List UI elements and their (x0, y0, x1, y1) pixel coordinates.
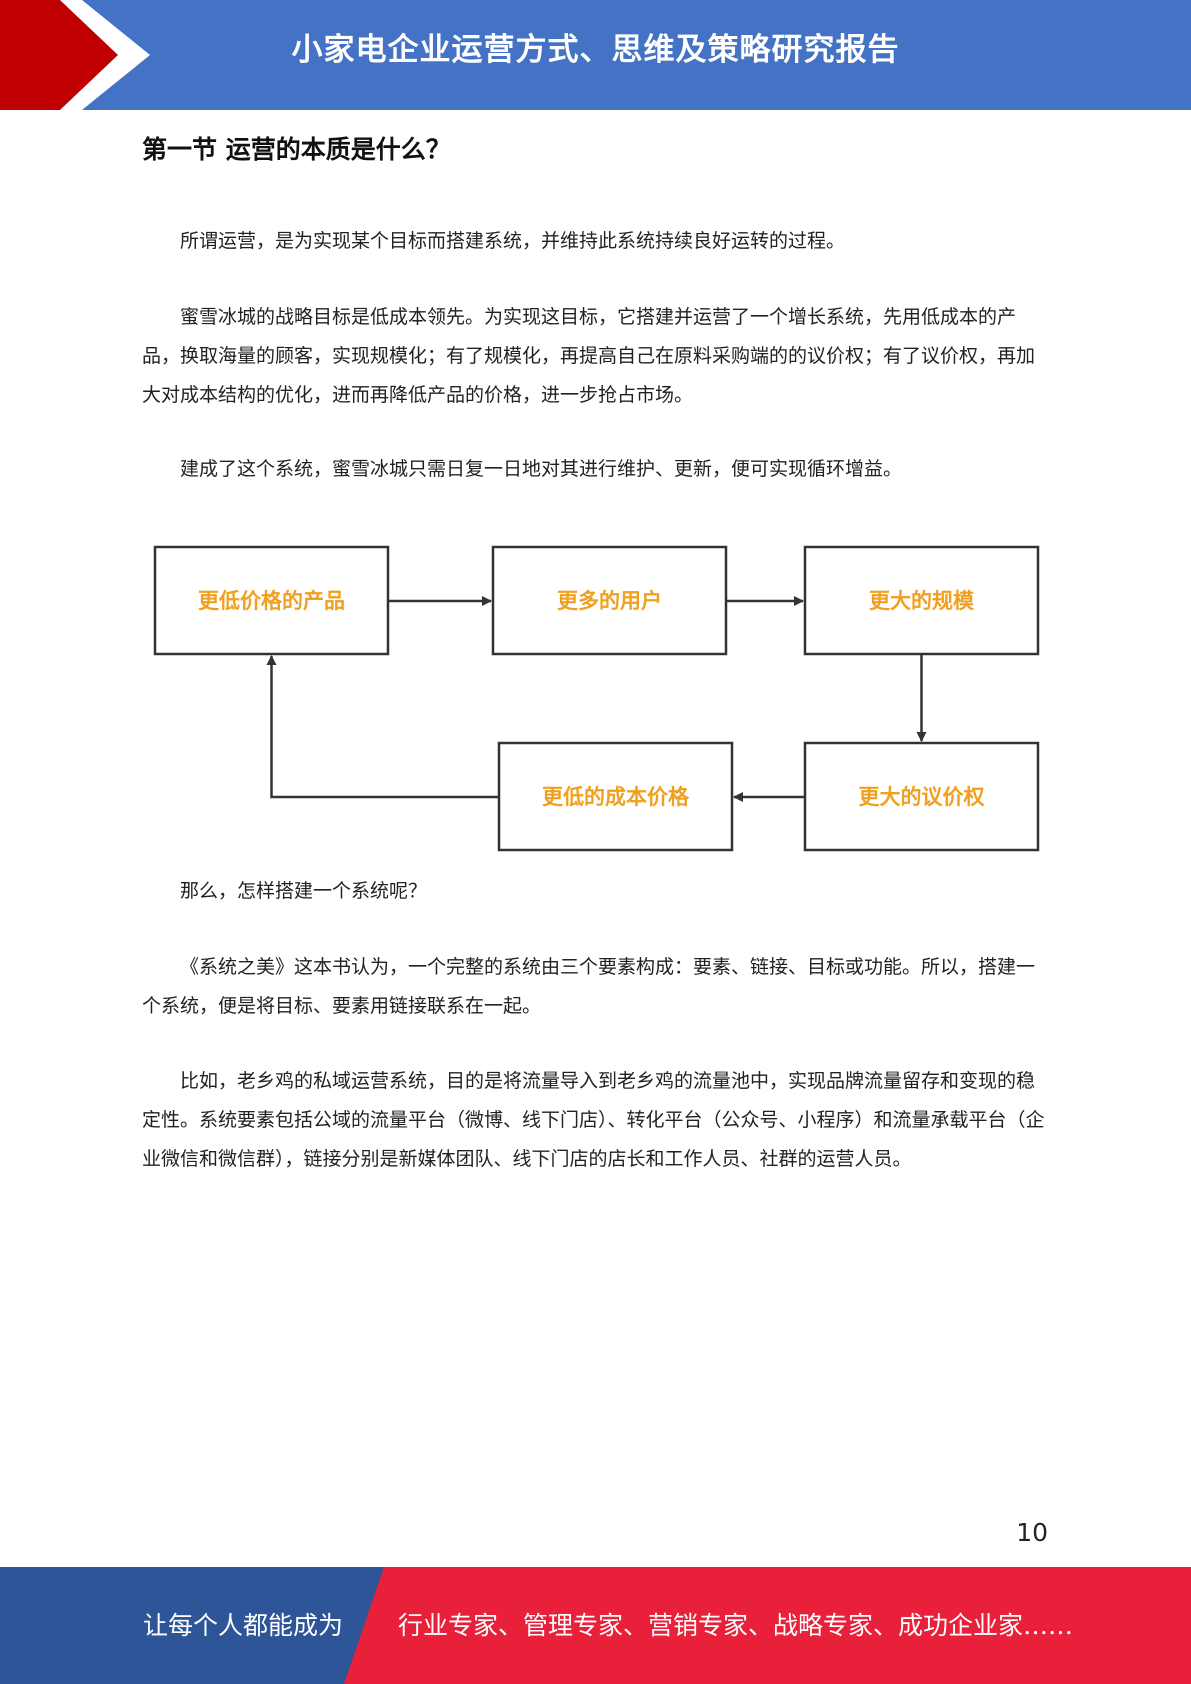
node-label: 更低价格的产品 (198, 589, 345, 613)
footer-background (0, 1567, 1191, 1684)
node-greater-bargaining-power: 更大的议价权 (803, 741, 1040, 852)
footer-slogan-right: 行业专家、管理专家、营销专家、战略专家、成功企业家…… (398, 1611, 1074, 1640)
growth-cycle-diagram: 更低价格的产品 更多的用户 更大的规模 更大的议价权 更低的成本价格 (153, 545, 1040, 852)
paragraph-laoxiangji-example: 比如，老乡鸡的私域运营系统，目的是将流量导入到老乡鸡的流量池中，实现品牌流量留存… (142, 1070, 1045, 1170)
node-lower-price-product: 更低价格的产品 (153, 545, 390, 656)
node-label: 更多的用户 (557, 589, 662, 613)
node-larger-scale: 更大的规模 (803, 545, 1040, 656)
node-label: 更低的成本价格 (542, 785, 690, 809)
paragraph-system-book: 《系统之美》这本书认为，一个完整的系统由三个要素构成：要素、链接、目标或功能。所… (142, 956, 1036, 1017)
report-title: 小家电企业运营方式、思维及策略研究报告 (291, 32, 900, 68)
section-title: 第一节 运营的本质是什么？ (142, 135, 451, 164)
page-header: 小家电企业运营方式、思维及策略研究报告 (0, 0, 1191, 110)
arrow-cost-to-product (266, 655, 499, 799)
node-label: 更大的议价权 (859, 785, 985, 809)
paragraph-mixue-system: 建成了这个系统，蜜雪冰城只需日复一日地对其进行维护、更新，便可实现循环增益。 (180, 458, 903, 480)
header-chevron-decoration (0, 0, 150, 110)
page-footer: 让每个人都能成为 行业专家、管理专家、营销专家、战略专家、成功企业家…… (0, 1567, 1191, 1684)
node-label: 更大的规模 (869, 589, 975, 613)
paragraph-definition: 所谓运营，是为实现某个目标而搭建系统，并维持此系统持续良好运转的过程。 (180, 230, 846, 252)
paragraph-mixue-strategy: 蜜雪冰城的战略目标是低成本领先。为实现这目标，它搭建并运营了一个增长系统，先用低… (142, 306, 1036, 406)
node-more-users: 更多的用户 (491, 545, 728, 656)
page-number: 10 (1016, 1518, 1048, 1547)
node-lower-cost-price: 更低的成本价格 (497, 741, 734, 852)
footer-slogan-left: 让每个人都能成为 (143, 1611, 344, 1640)
paragraph-question: 那么，怎样搭建一个系统呢？ (180, 880, 428, 902)
